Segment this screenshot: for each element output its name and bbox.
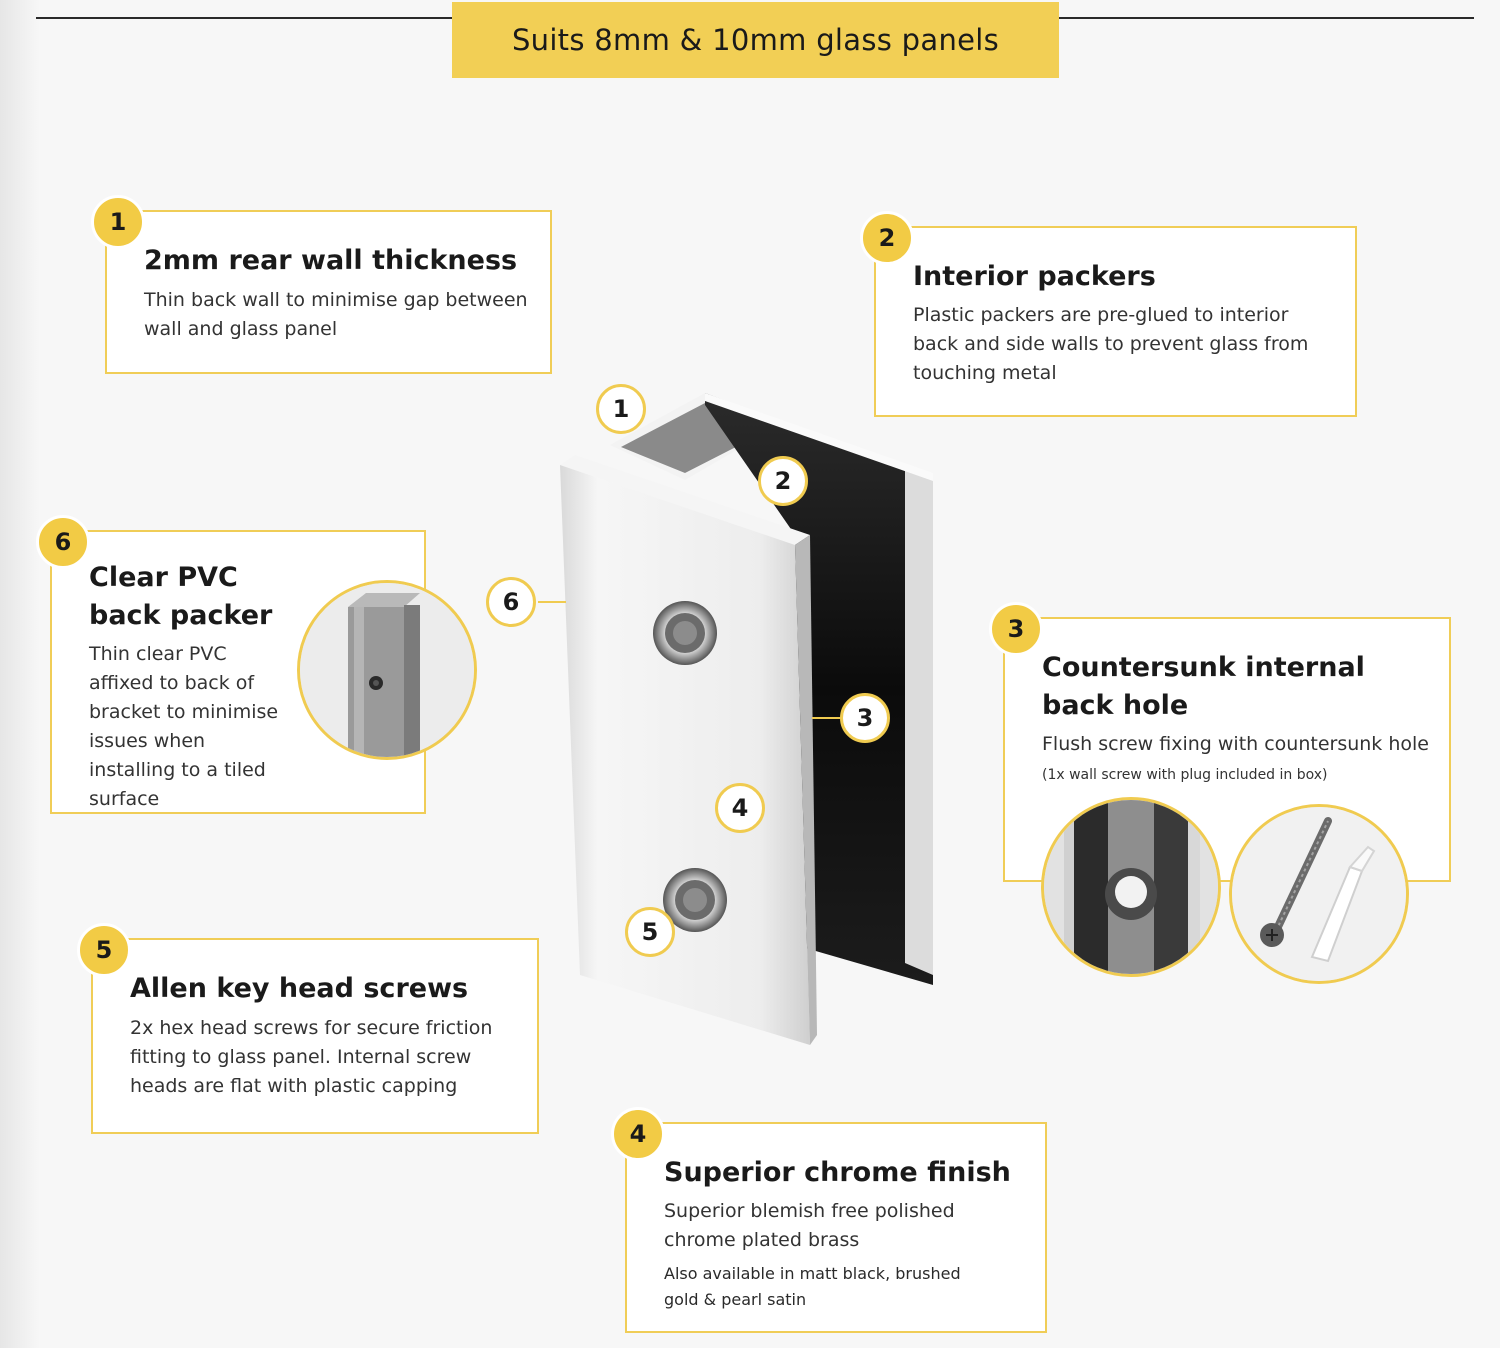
feature-number-badge-3: 3: [989, 602, 1043, 656]
feature-title: Superior chrome finish: [664, 1157, 1011, 1188]
feature-number-badge-2: 2: [860, 211, 914, 265]
diagram-marker-3: 3: [840, 693, 890, 743]
feature-description: Superior blemish free polished chrome pl…: [664, 1200, 955, 1251]
banner-text: Suits 8mm & 10mm glass panels: [511, 23, 1000, 57]
diagram-marker-1: 1: [596, 384, 646, 434]
feature-number-badge-1: 1: [91, 195, 145, 249]
glass-panel-size-banner: Suits 8mm & 10mm glass panels: [452, 2, 1059, 78]
diagram-marker-2: 2: [758, 456, 808, 506]
feature-card-interior-packers: Interior packers Plastic packers are pre…: [874, 226, 1357, 417]
marker-leader-6: [538, 601, 566, 603]
diagram-marker-6: 6: [486, 577, 536, 627]
feature-card-allen-key-screws: Allen key head screws 2x hex head screws…: [91, 938, 539, 1134]
feature-note: Also available in matt black, brushed go…: [664, 1264, 961, 1309]
glass-clamp-bracket-photo: [560, 393, 933, 1045]
diagram-marker-4: 4: [715, 783, 765, 833]
feature-description: Plastic packers are pre-glued to interio…: [913, 304, 1309, 384]
feature-card-rear-wall: 2mm rear wall thickness Thin back wall t…: [105, 210, 552, 374]
feature-description: 2x hex head screws for secure friction f…: [130, 1017, 493, 1097]
feature-title: Countersunk internal back hole: [1042, 652, 1365, 721]
feature-title: Clear PVC back packer: [89, 562, 273, 631]
marker-leader-3: [812, 717, 842, 719]
countersunk-hole-photo: [1041, 797, 1221, 977]
feature-description: Thin clear PVC affixed to back of bracke…: [89, 643, 279, 810]
feature-number-badge-6: 6: [36, 515, 90, 569]
feature-title: Interior packers: [913, 261, 1156, 292]
feature-description: Thin back wall to minimise gap between w…: [144, 289, 528, 340]
pvc-back-packer-photo: [297, 580, 477, 760]
diagram-marker-5: 5: [625, 907, 675, 957]
wall-screw-and-plug-photo: [1229, 804, 1409, 984]
top-rule-right: [1059, 17, 1474, 19]
feature-card-chrome-finish: Superior chrome finish Superior blemish …: [625, 1122, 1047, 1333]
top-rule-left: [36, 17, 452, 19]
feature-title: Allen key head screws: [130, 973, 469, 1004]
feature-title: 2mm rear wall thickness: [144, 245, 518, 276]
feature-note: (1x wall screw with plug included in box…: [1042, 767, 1328, 783]
feature-description: Flush screw fixing with countersunk hole: [1042, 733, 1429, 755]
feature-number-badge-4: 4: [611, 1107, 665, 1161]
feature-number-badge-5: 5: [77, 923, 131, 977]
page-edge-shade: [0, 0, 40, 1348]
